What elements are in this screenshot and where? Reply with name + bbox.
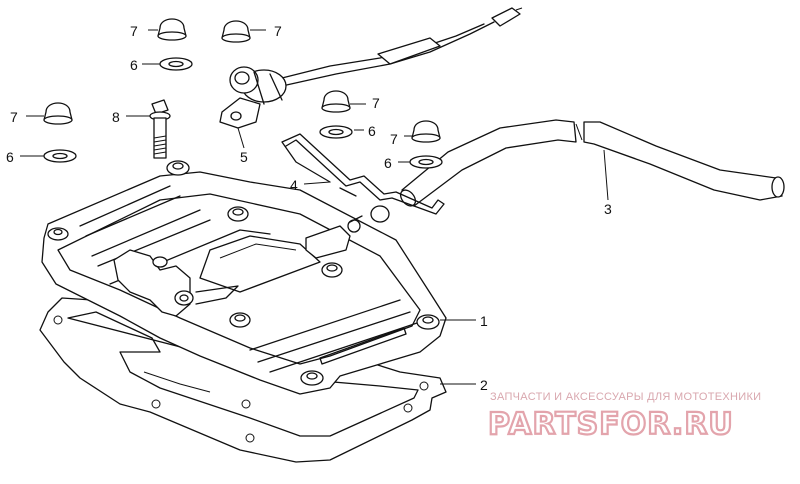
- watermark: ЗАПЧАСТИ И АКСЕССУАРЫ ДЛЯ МОТОТЕХНИКИ PA…: [487, 391, 761, 443]
- flange-bolt-part-8: [149, 99, 171, 159]
- callout-6c: 6: [368, 123, 376, 139]
- callout-6d: 6: [384, 155, 392, 171]
- callout-3: 3: [604, 201, 612, 217]
- callout-7b: 7: [274, 23, 282, 39]
- washer-6a: [159, 57, 193, 71]
- callout-7d: 7: [372, 95, 380, 111]
- watermark-brand: PARTSFOR.RU: [488, 407, 734, 442]
- callout-6b: 6: [6, 149, 14, 165]
- washer-6c: [319, 125, 353, 139]
- head-cover-part-1: [41, 160, 447, 395]
- leader-lines: [20, 29, 609, 385]
- washer-6b: [43, 149, 77, 163]
- cap-nut-7d: [321, 90, 351, 113]
- cap-nut-7e: [411, 120, 441, 143]
- breather-tube-part-3: [399, 119, 785, 207]
- watermark-caption: ЗАПЧАСТИ И АКСЕССУАРЫ ДЛЯ МОТОТЕХНИКИ: [490, 391, 761, 403]
- callout-7c: 7: [10, 109, 18, 125]
- washer-6d: [409, 155, 443, 169]
- cap-nut-7c: [43, 102, 73, 125]
- callout-7e: 7: [390, 131, 398, 147]
- callout-numbers: 7 7 6 7 8 6 5 7 6 7 6 4 3 1 2: [6, 23, 612, 393]
- cap-nut-7b: [221, 20, 251, 43]
- cap-nut-7a: [157, 18, 187, 41]
- callout-7a: 7: [130, 23, 138, 39]
- callout-5: 5: [240, 149, 248, 165]
- spring-clip-part-4: [281, 133, 445, 223]
- callout-4: 4: [290, 177, 298, 193]
- switch-wiring-part-5: [219, 7, 523, 129]
- callout-8: 8: [112, 109, 120, 125]
- callout-2: 2: [480, 377, 488, 393]
- callout-1: 1: [480, 313, 488, 329]
- callout-6a: 6: [130, 57, 138, 73]
